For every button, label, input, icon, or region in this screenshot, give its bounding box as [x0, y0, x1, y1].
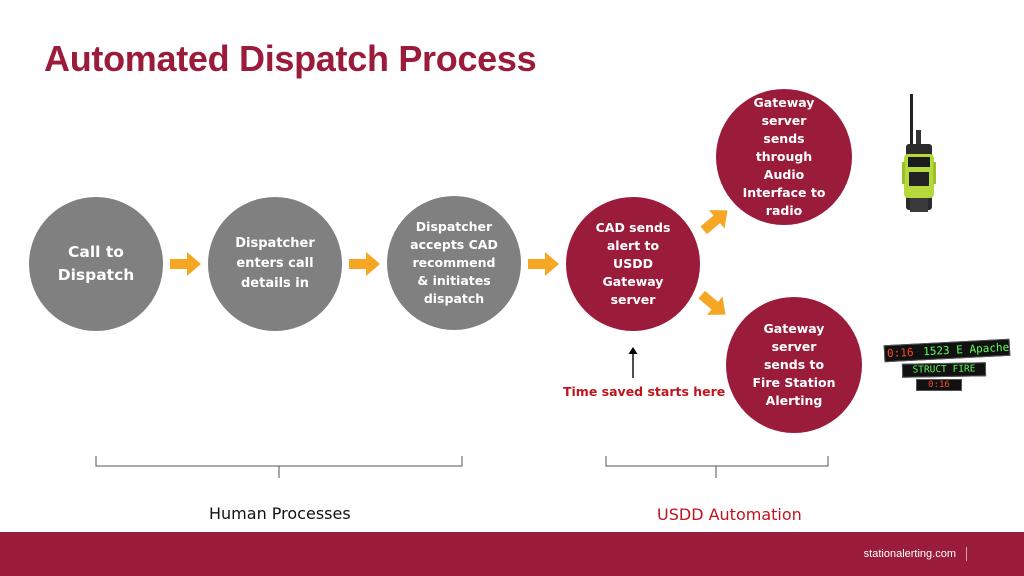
step-label: Dispatcher enters call details in [235, 236, 315, 291]
arrow-up-icon [628, 347, 638, 378]
step-dispatcher-enters: Dispatcher enters call details in [208, 197, 342, 331]
usdd-automation-label: USDD Automation [657, 505, 802, 524]
usdd-automation-bracket [605, 456, 829, 478]
human-processes-label: Human Processes [209, 504, 351, 523]
step-call-to-dispatch: Call to Dispatch [29, 197, 163, 331]
step-label: Gateway server sends through Audio Inter… [742, 95, 826, 218]
step-gateway-station: Gateway server sends to Fire Station Ale… [726, 297, 862, 433]
step-label: Gateway server sends to Fire Station Ale… [752, 321, 836, 408]
arrow-right-icon [528, 252, 559, 276]
footer-bar: stationalerting.com [0, 532, 1024, 576]
human-processes-bracket [95, 456, 463, 478]
footer-url[interactable]: stationalerting.com [863, 548, 956, 560]
time-saved-label: Time saved starts here [563, 384, 726, 399]
step-dispatcher-accepts: Dispatcher accepts CAD recommend & initi… [387, 196, 521, 330]
step-label: Dispatcher accepts CAD recommend & initi… [410, 219, 498, 306]
page-title: Automated Dispatch Process [44, 38, 537, 79]
footer-divider [966, 547, 967, 561]
arrow-right-icon [349, 252, 380, 276]
arrow-up-right-icon [700, 210, 728, 235]
step-label: Call to Dispatch [57, 243, 135, 284]
step-cad-sends: CAD sends alert to USDD Gateway server [566, 197, 700, 331]
arrow-down-right-icon [698, 290, 726, 315]
step-gateway-radio: Gateway server sends through Audio Inter… [716, 89, 852, 225]
radio-icon [902, 94, 936, 212]
sign-line-3: 0:16 [928, 380, 950, 390]
step-label: CAD sends alert to USDD Gateway server [595, 220, 671, 307]
sign-line-2: STRUCT FIRE [912, 363, 976, 376]
sign-line-1: 1523 E Apache [922, 340, 1010, 359]
sign-tag: 0:16 [886, 345, 914, 361]
led-sign-icon: 0:16 1523 E Apache STRUCT FIRE 0:16 [883, 338, 1011, 394]
arrow-right-icon [170, 252, 201, 276]
